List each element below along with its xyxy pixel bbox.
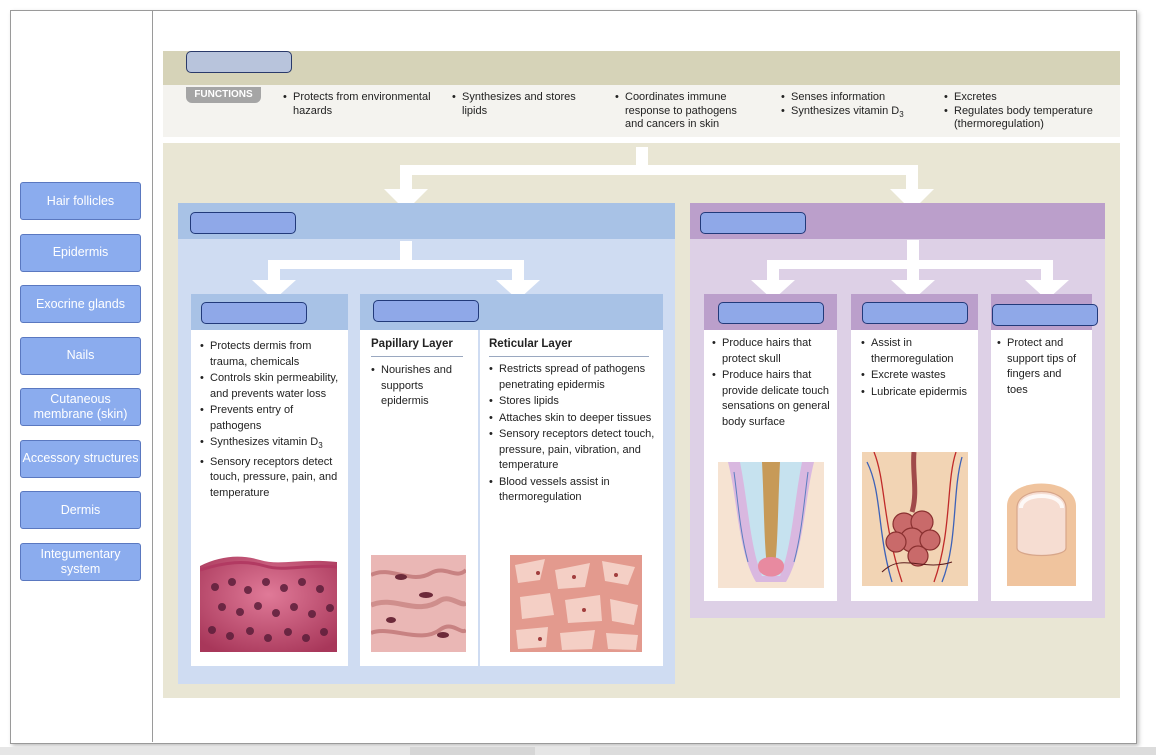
reticular-functions-list: Restricts spread of pathogens penetratin… — [489, 362, 657, 507]
arrow-down-icon — [890, 189, 934, 211]
glands-functions-list: Assist in thermoregulation Excrete waste… — [861, 336, 973, 401]
list-item: Prevents entry of pathogens — [200, 403, 342, 434]
papillary-layer-title: Papillary Layer — [371, 338, 453, 350]
nails-functions-list: Protect and support tips of fingers and … — [997, 336, 1085, 399]
connector — [907, 240, 919, 264]
label-chip-dermis[interactable]: Dermis — [20, 491, 141, 529]
connector — [268, 260, 524, 269]
list-item: Restricts spread of pathogens penetratin… — [489, 362, 657, 393]
list-item: Nourishes and supports epidermis — [371, 363, 471, 410]
list-item: Produce hairs that provide delicate touc… — [712, 368, 834, 430]
arrow-down-icon — [496, 280, 540, 300]
list-item: Stores lipids — [489, 394, 657, 410]
fingernail-illustration — [1003, 468, 1080, 586]
list-item: Lubricate epidermis — [861, 385, 973, 401]
panel-divider — [152, 10, 153, 742]
papillary-functions-list: Nourishes and supports epidermis — [371, 363, 471, 411]
title-rule — [489, 356, 649, 357]
label-chip-integumentary-system[interactable]: Integumentary system — [20, 542, 141, 581]
list-item: Sensory receptors detect touch, pressure… — [200, 455, 342, 502]
list-item: Produce hairs that protect skull — [712, 336, 834, 367]
function-item: •Synthesizes and stores lipids — [452, 91, 576, 117]
label-chip-epidermis[interactable]: Epidermis — [20, 233, 141, 272]
dropzone-dermis[interactable] — [373, 300, 479, 322]
label-bank: Hair follicles Epidermis Exocrine glands… — [20, 182, 141, 594]
connector — [512, 260, 524, 282]
connector — [1041, 260, 1053, 282]
function-item: •Excretes •Regulates body temperature (t… — [944, 91, 1093, 130]
connector — [636, 147, 648, 169]
label-chip-nails[interactable]: Nails — [20, 336, 141, 375]
function-item: •Senses information •Synthesizes vitamin… — [781, 91, 904, 119]
reticular-micrograph — [510, 555, 642, 652]
papillary-micrograph — [371, 555, 466, 652]
status-strip — [590, 747, 1156, 755]
title-rule — [371, 356, 463, 357]
connector — [400, 165, 412, 191]
dropzone-exocrine-glands[interactable] — [862, 302, 968, 324]
epidermis-micrograph — [200, 552, 337, 652]
list-item: Protect and support tips of fingers and … — [997, 336, 1085, 398]
dropzone-top-level[interactable] — [186, 51, 292, 73]
list-item: Protects dermis from trauma, chemicals — [200, 339, 342, 370]
reticular-layer-title: Reticular Layer — [489, 338, 573, 350]
arrow-down-icon — [1025, 280, 1069, 300]
dropzone-epidermis[interactable] — [201, 302, 307, 324]
label-chip-accessory-structures[interactable]: Accessory structures — [20, 439, 141, 478]
diagram-header-band — [163, 51, 1120, 85]
dropzone-cutaneous-membrane[interactable] — [190, 212, 296, 234]
connector — [906, 165, 918, 191]
dropzone-nails[interactable] — [992, 304, 1098, 326]
dropzone-hair-follicles[interactable] — [718, 302, 824, 324]
functions-tag: FUNCTIONS — [186, 87, 261, 103]
epidermis-functions-list: Protects dermis from trauma, chemicals C… — [200, 339, 342, 502]
label-chip-hair-follicles[interactable]: Hair follicles — [20, 182, 141, 220]
list-item: Blood vessels assist in thermoregulation — [489, 475, 657, 506]
dropzone-accessory-structures[interactable] — [700, 212, 806, 234]
list-item: Synthesizes vitamin D3 — [200, 435, 342, 454]
hair-functions-list: Produce hairs that protect skull Produce… — [712, 336, 834, 431]
list-item: Excrete wastes — [861, 368, 973, 384]
list-item: Controls skin permeability, and prevents… — [200, 371, 342, 402]
function-item: •Coordinates immune response to pathogen… — [615, 91, 737, 130]
arrow-down-icon — [252, 280, 296, 300]
connector — [767, 260, 779, 282]
hair-follicle-illustration — [718, 462, 824, 588]
label-chip-cutaneous-membrane[interactable]: Cutaneous membrane (skin) — [20, 388, 141, 426]
connector — [400, 241, 412, 265]
arrow-down-icon — [891, 280, 935, 300]
connector — [400, 165, 918, 175]
connector — [907, 260, 919, 282]
list-item: Assist in thermoregulation — [861, 336, 973, 367]
arrow-down-icon — [751, 280, 795, 300]
scrollbar-thumb[interactable] — [410, 747, 535, 755]
list-item: Attaches skin to deeper tissues — [489, 411, 657, 427]
scrollbar-track[interactable] — [0, 747, 1156, 755]
function-item: •Protects from environmental hazards — [283, 91, 431, 117]
connector — [268, 260, 280, 282]
functions-band — [163, 85, 1120, 137]
layer-divider — [478, 330, 480, 666]
arrow-down-icon — [384, 189, 428, 211]
sweat-gland-illustration — [862, 452, 968, 586]
label-chip-exocrine-glands[interactable]: Exocrine glands — [20, 285, 141, 323]
list-item: Sensory receptors detect touch, pressure… — [489, 427, 657, 474]
